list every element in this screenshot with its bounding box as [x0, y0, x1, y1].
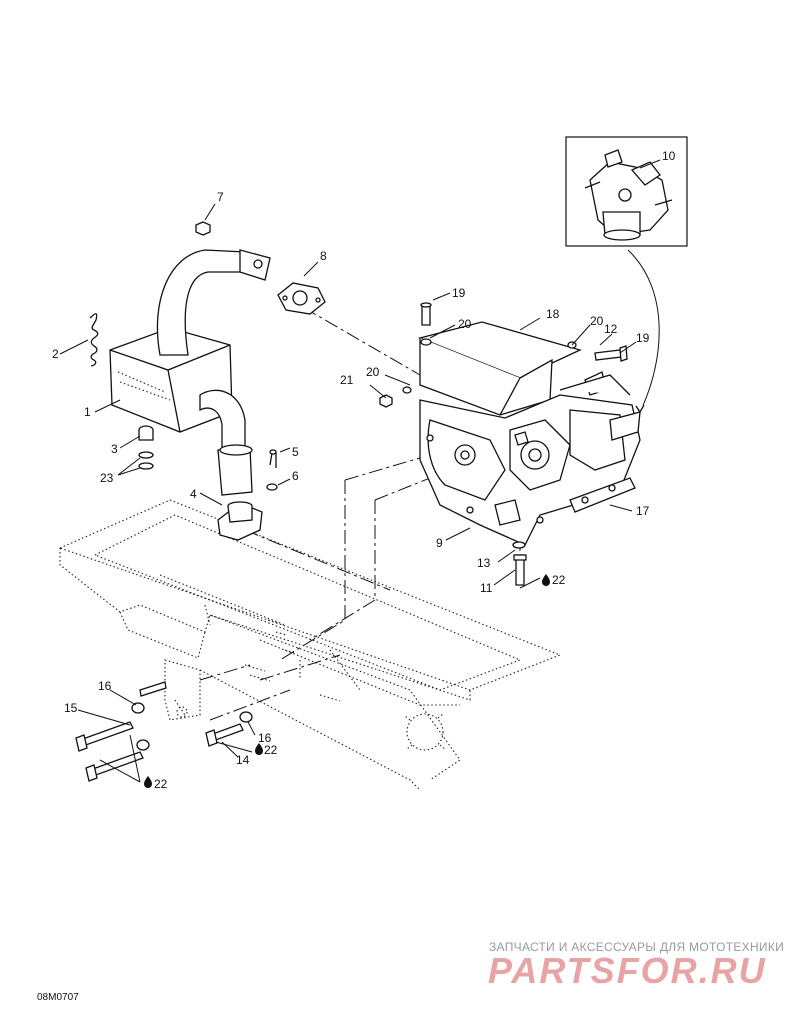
watermark-subtitle: ЗАПЧАСТИ И АКСЕССУАРЫ ДЛЯ МОТОТЕХНИКИ — [489, 940, 785, 954]
callout-6: 6 — [292, 469, 299, 483]
callout-21: 21 — [340, 373, 354, 387]
callout-16a: 16 — [98, 679, 112, 693]
callout-2: 2 — [52, 347, 59, 361]
stud-washer — [266, 449, 278, 491]
nut-part — [195, 221, 211, 236]
callout-19a: 19 — [452, 286, 466, 300]
droplet-icon — [255, 743, 263, 755]
exhaust-flange — [217, 501, 263, 541]
callout-22c: 22 — [154, 777, 168, 791]
figure-code: 08M0707 — [37, 992, 79, 1003]
fasteners-lower — [75, 681, 253, 782]
callout-10: 10 — [662, 149, 676, 163]
callout-13: 13 — [477, 556, 491, 570]
callout-7: 7 — [217, 190, 224, 204]
callout-8: 8 — [320, 249, 327, 263]
callout-22a: 22 — [552, 573, 566, 587]
callout-20a: 20 — [458, 317, 472, 331]
frame-outline — [58, 499, 562, 791]
callout-9: 9 — [436, 536, 443, 550]
callout-labels: 1 2 3 4 5 6 7 8 9 10 11 12 13 14 15 16 1… — [52, 149, 676, 791]
gasket-part — [277, 282, 326, 315]
fasteners-right — [379, 302, 628, 586]
callout-15: 15 — [64, 701, 78, 715]
callout-11: 11 — [480, 581, 493, 595]
muffler-assembly — [109, 249, 271, 496]
callout-22b: 22 — [264, 743, 278, 757]
callout-16b: 16 — [258, 731, 272, 745]
leader-lines — [59, 159, 661, 783]
carburetor-inset — [565, 136, 688, 414]
spring-part — [89, 313, 99, 367]
callout-23: 23 — [100, 471, 114, 485]
watermark-logo: PARTSFOR.RU — [488, 950, 767, 991]
callout-5: 5 — [292, 445, 299, 459]
callout-18: 18 — [546, 307, 560, 321]
callout-20b: 20 — [366, 365, 380, 379]
droplet-icons — [144, 574, 550, 788]
callout-17: 17 — [636, 504, 650, 518]
callout-4: 4 — [190, 487, 197, 501]
callout-1: 1 — [84, 405, 91, 419]
droplet-icon — [542, 574, 550, 586]
callout-14: 14 — [236, 753, 250, 767]
droplet-icon — [144, 776, 152, 788]
callout-12: 12 — [604, 322, 618, 336]
heat-shield-plate — [569, 477, 636, 513]
callout-20c: 20 — [590, 314, 604, 328]
callout-19b: 19 — [636, 331, 650, 345]
cap-washers — [138, 425, 154, 470]
engine-assembly — [417, 321, 641, 546]
callout-3: 3 — [111, 442, 118, 456]
